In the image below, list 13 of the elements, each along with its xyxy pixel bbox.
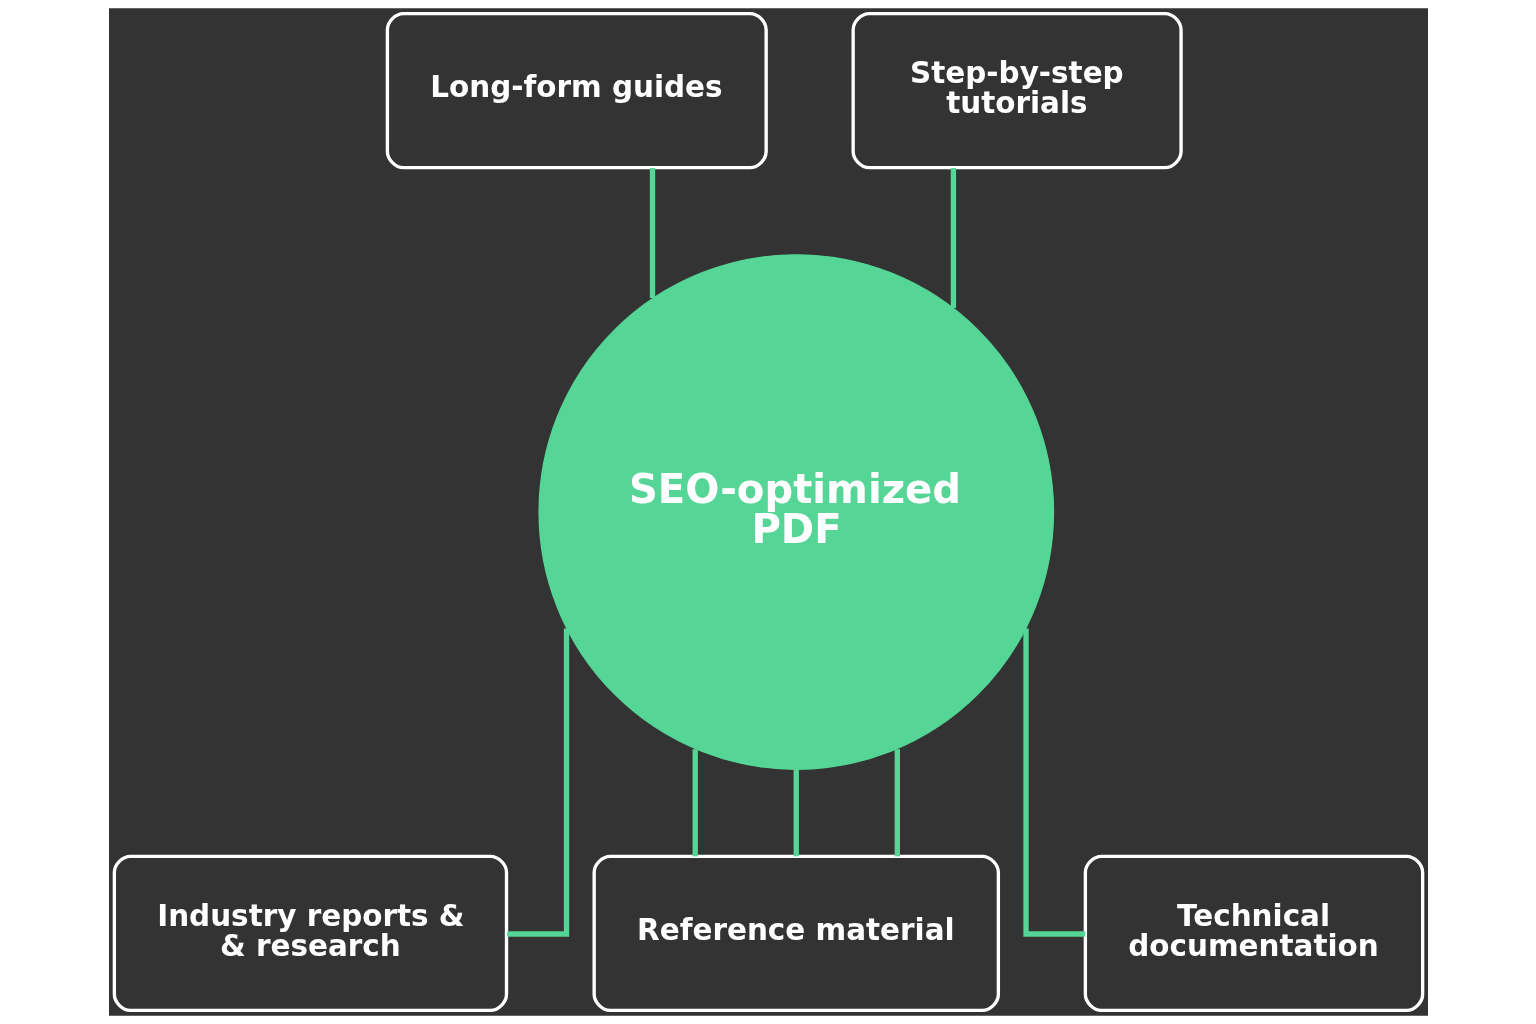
connector (1022, 628, 1085, 937)
connector (506, 628, 569, 937)
node-box: Industry reports & & research (112, 854, 508, 1012)
connector (950, 167, 956, 308)
node-box: Reference material (592, 854, 1000, 1012)
node-box: Long-form guides (385, 12, 768, 170)
connector (649, 167, 655, 299)
node-box: Step-by-step tutorials (850, 12, 1183, 170)
connector (692, 749, 698, 857)
node-box: Technical documentation (1083, 854, 1424, 1012)
node-circle: SEO-optimized PDF (537, 254, 1054, 770)
connector (793, 769, 799, 857)
connector (894, 749, 900, 857)
